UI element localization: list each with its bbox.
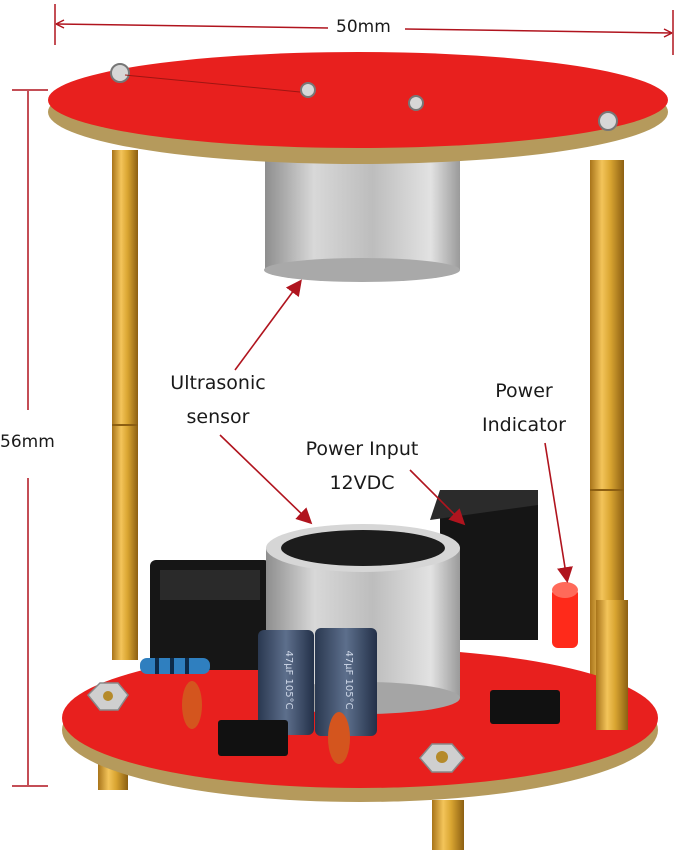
capacitor-2: 47μF 105°C bbox=[315, 628, 377, 736]
callout-power-indicator: Power Indicator bbox=[468, 374, 580, 442]
ceramic-capacitor-2 bbox=[328, 712, 350, 764]
height-dimension-line bbox=[12, 89, 48, 787]
width-dimension-line bbox=[54, 4, 674, 55]
callout-power-indicator-line1: Power bbox=[495, 380, 553, 402]
ic-chip-1 bbox=[218, 720, 288, 756]
ic-chip-2 bbox=[490, 690, 560, 724]
led-power-indicator bbox=[552, 582, 578, 648]
relay-block bbox=[150, 560, 270, 670]
width-dimension-label: 50mm bbox=[332, 17, 395, 37]
standoff-right bbox=[590, 160, 624, 680]
standoff-front-right bbox=[596, 600, 628, 730]
height-dimension-label: 56mm bbox=[0, 432, 59, 452]
callout-ultrasonic-sensor: Ultrasonic sensor bbox=[158, 366, 278, 434]
capacitor-2-marking: 47μF 105°C bbox=[343, 650, 354, 709]
callout-power-input: Power Input 12VDC bbox=[292, 432, 432, 500]
callout-ultrasonic-line2: sensor bbox=[186, 406, 250, 428]
hex-nut-left bbox=[86, 682, 129, 711]
top-pcb bbox=[48, 52, 668, 164]
bottom-leg-center bbox=[432, 800, 464, 850]
capacitor-1: 47μF 105°C bbox=[258, 630, 314, 735]
callout-ultrasonic-line1: Ultrasonic bbox=[170, 372, 266, 394]
standoff-left bbox=[112, 150, 138, 660]
callout-power-input-line1: Power Input bbox=[305, 438, 419, 460]
callout-power-indicator-line2: Indicator bbox=[482, 414, 566, 436]
capacitor-1-marking: 47μF 105°C bbox=[283, 650, 294, 709]
callout-arrows bbox=[219, 279, 573, 584]
resistor bbox=[140, 658, 210, 674]
ceramic-capacitor-1 bbox=[182, 681, 202, 729]
hex-nut-center bbox=[419, 743, 465, 773]
callout-power-input-line2: 12VDC bbox=[329, 472, 395, 494]
